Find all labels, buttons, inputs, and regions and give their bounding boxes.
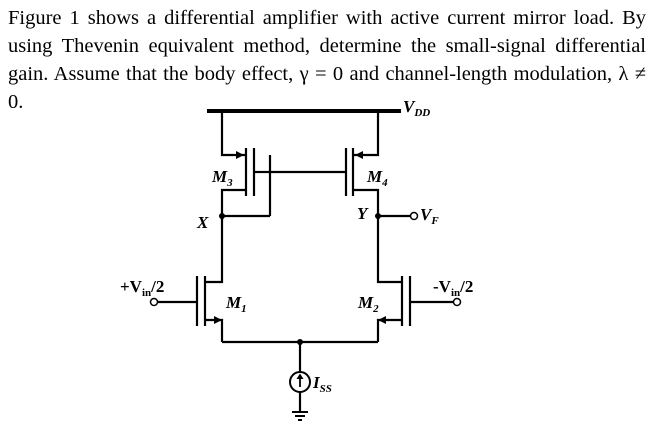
question-text: Figure 1 shows a differential amplifier …: [8, 4, 646, 116]
vin-neg-label: -Vin/2: [433, 277, 473, 299]
output-terminal: [409, 211, 419, 221]
vf-label: VF: [420, 205, 439, 227]
question-line-3: gain. Assume that the body effect, γ = 0…: [8, 63, 646, 113]
m4-label: M4: [366, 167, 388, 189]
transistor-m2: [376, 216, 454, 342]
transistor-m3: [220, 111, 272, 220]
vin-pos-terminal: [149, 297, 159, 307]
m3-label: M3: [211, 167, 233, 189]
m1-label: M1: [225, 293, 247, 315]
node-y-label: Y: [357, 204, 369, 223]
node-x-label: X: [196, 213, 209, 232]
question-line-2: using Thevenin equivalent method, determ…: [8, 35, 646, 57]
iss-label: ISS: [312, 373, 332, 395]
m2-label: M2: [357, 293, 379, 315]
ground-icon: [292, 392, 308, 421]
vdd-label: VDD: [403, 97, 430, 119]
vin-neg-terminal: [452, 297, 462, 307]
vin-pos-label: +Vin/2: [120, 277, 164, 299]
question-line-1: Figure 1 shows a differential amplifier …: [8, 7, 646, 29]
current-source-iss: [289, 371, 311, 393]
transistor-m1: [155, 216, 224, 342]
transistor-m4: [270, 111, 380, 216]
